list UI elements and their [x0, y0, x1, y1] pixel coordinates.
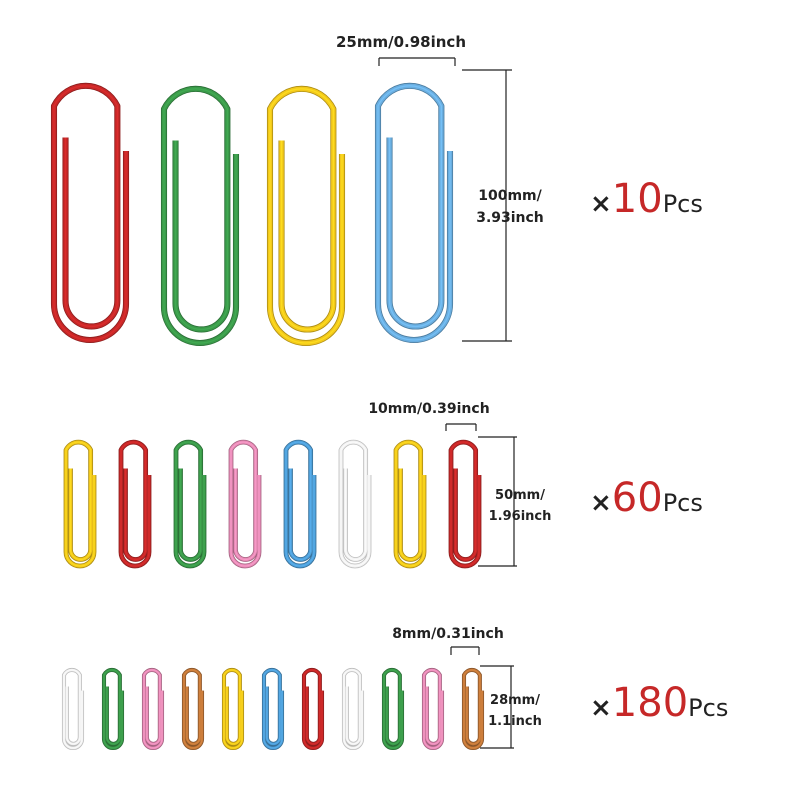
qty-unit: Pcs [662, 489, 703, 517]
paperclip-highlight [53, 85, 127, 341]
paperclip-highlight [340, 441, 370, 567]
paperclip [61, 667, 85, 751]
paperclip [283, 439, 317, 569]
qty-number: 10 [611, 176, 663, 222]
paperclip [228, 439, 262, 569]
qty-number: 180 [611, 680, 689, 726]
paperclip-highlight [175, 441, 205, 567]
row3-quantity: ×180Pcs [590, 680, 728, 726]
paperclip [421, 667, 445, 751]
row3-dimensions: 8mm/0.31inch 28mm/ 1.1inch [392, 626, 542, 749]
paperclip [173, 439, 207, 569]
row2-width-bracket [445, 423, 477, 431]
paperclip-highlight [450, 441, 480, 567]
paperclip [338, 439, 372, 569]
paperclip-wire [51, 83, 129, 343]
paperclip-wire [267, 86, 345, 346]
paperclip [461, 667, 485, 751]
row3-height-label-1: 28mm/ [490, 693, 540, 708]
paperclip [381, 667, 405, 751]
paperclip-highlight [143, 669, 163, 749]
row3-width-label: 8mm/0.31inch [392, 626, 504, 642]
paperclip-highlight [223, 669, 243, 749]
paperclip-highlight [269, 88, 343, 344]
paperclip-wire [161, 86, 239, 346]
row2-width-label: 10mm/0.39inch [368, 401, 489, 417]
qty-multiplier: × [590, 189, 612, 219]
row2-height-label-1: 50mm/ [495, 488, 545, 503]
qty-number: 60 [611, 475, 663, 521]
paperclip [261, 667, 285, 751]
paperclip-highlight [163, 88, 237, 344]
paperclip [50, 82, 130, 343]
qty-multiplier: × [590, 693, 612, 723]
paperclip [141, 667, 165, 751]
paperclips [50, 82, 485, 751]
paperclip [448, 439, 482, 569]
paperclip-highlight [383, 669, 403, 749]
row2-height-line [478, 436, 517, 567]
row1-height-label-2: 3.93inch [476, 210, 544, 226]
row1-quantity: ×10Pcs [590, 176, 703, 222]
paperclip [374, 82, 454, 343]
row1-width-label: 25mm/0.98inch [336, 33, 466, 51]
qty-unit: Pcs [662, 190, 703, 218]
paperclip-highlight [377, 85, 451, 341]
paperclip-highlight [230, 441, 260, 567]
paperclip [63, 439, 97, 569]
paperclip [341, 667, 365, 751]
qty-unit: Pcs [688, 694, 729, 722]
row3-height-line [480, 665, 514, 749]
row3-height-label-2: 1.1inch [488, 714, 542, 729]
paperclip-highlight [285, 441, 315, 567]
paperclip-highlight [63, 669, 83, 749]
paperclip [221, 667, 245, 751]
paperclip [266, 85, 346, 346]
paperclip-highlight [395, 441, 425, 567]
row1-height-label-1: 100mm/ [478, 188, 542, 204]
paperclip [393, 439, 427, 569]
paperclip [301, 667, 325, 751]
paperclip [118, 439, 152, 569]
row2-dimensions: 10mm/0.39inch 50mm/ 1.96inch [368, 401, 552, 567]
row2-height-label-2: 1.96inch [489, 509, 552, 524]
row1-dimensions: 25mm/0.98inch 100mm/ 3.93inch [336, 33, 544, 342]
paperclip-highlight [263, 669, 283, 749]
row3-width-bracket [450, 646, 480, 655]
paperclip-highlight [423, 669, 443, 749]
qty-multiplier: × [590, 488, 612, 518]
paperclip-highlight [65, 441, 95, 567]
row1-height-line [462, 69, 512, 342]
paperclip-highlight [343, 669, 363, 749]
paperclip-highlight [103, 669, 123, 749]
paperclip [181, 667, 205, 751]
paperclip-highlight [120, 441, 150, 567]
paperclip-highlight [463, 669, 483, 749]
row2-quantity: ×60Pcs [590, 475, 703, 521]
row1-width-bracket [378, 57, 456, 66]
paperclip [101, 667, 125, 751]
paperclip [160, 85, 240, 346]
paperclip-wire [375, 83, 453, 343]
paperclip-highlight [303, 669, 323, 749]
paperclip-highlight [183, 669, 203, 749]
